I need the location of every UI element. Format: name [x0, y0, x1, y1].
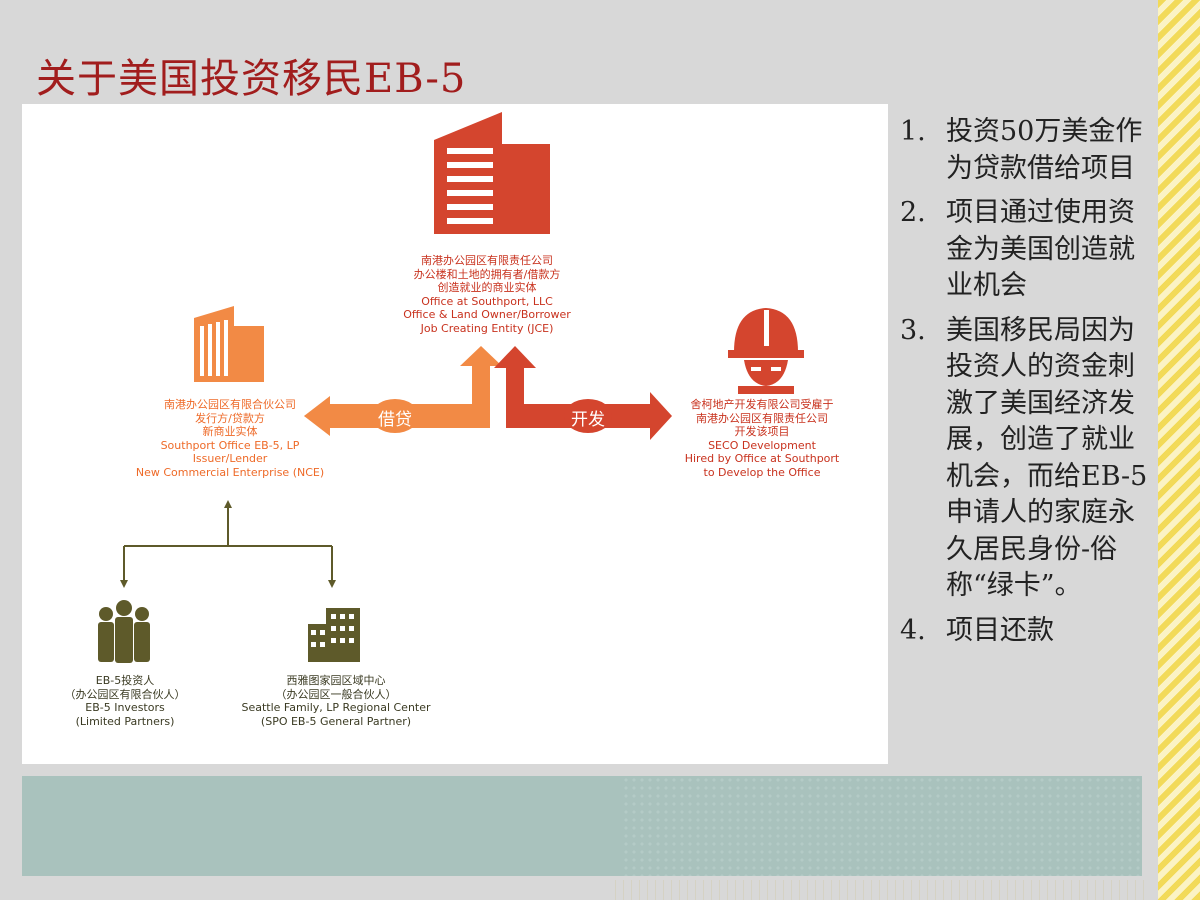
list-item: 3. 美国移民局因为投资人的资金刺激了美国经济发展，创造了就业机会，而给EB-5…	[900, 314, 1148, 602]
decorative-stripe	[1158, 0, 1200, 900]
diagram-panel: 借贷 开发 南港办公园区有限责任公司 办公楼和土地的拥有者/借款方 创造就业的商…	[22, 104, 888, 764]
triangle-pattern	[615, 880, 1145, 900]
list-item: 1. 投资50万美金作为贷款借给项目	[900, 116, 1143, 184]
slide-title: 关于美国投资移民EB-5	[36, 56, 467, 102]
office-llc-label: 南港办公园区有限责任公司 办公楼和土地的拥有者/借款方 创造就业的商业实体 Of…	[403, 254, 571, 335]
list-item: 4. 项目还款	[900, 614, 1054, 646]
people-group-icon	[98, 600, 150, 663]
investor-connector	[123, 504, 333, 580]
band-pattern	[622, 776, 1142, 876]
regional-center-label: 西雅图家园区域中心 （办公园区一般合伙人） Seattle Family, LP…	[241, 674, 431, 728]
seco-label: 舍柯地产开发有限公司受雇于 南港办公园区有限责任公司 开发该项目 SECO De…	[684, 398, 840, 479]
building-icon	[194, 306, 264, 382]
office-building-icon	[434, 112, 550, 234]
footer-band	[22, 776, 1142, 876]
develop-arrow	[494, 346, 672, 440]
loan-arrow	[304, 346, 502, 436]
loan-label: 借贷	[378, 410, 412, 430]
investors-label: EB-5投资人 （办公园区有限合伙人） EB-5 Investors (Limi…	[64, 674, 186, 728]
key-points-list: 1. 投资50万美金作为贷款借给项目 2. 项目通过使用资金为美国创造就业机会 …	[900, 114, 1156, 657]
list-item: 2. 项目通过使用资金为美国创造就业机会	[900, 197, 1135, 301]
eb5-lp-label: 南港办公园区有限合伙公司 发行方/贷款方 新商业实体 Southport Off…	[135, 398, 325, 479]
office-block-icon	[308, 608, 360, 662]
develop-label: 开发	[571, 410, 605, 430]
diagram-svg	[98, 112, 804, 663]
hard-hat-worker-icon	[728, 308, 804, 394]
